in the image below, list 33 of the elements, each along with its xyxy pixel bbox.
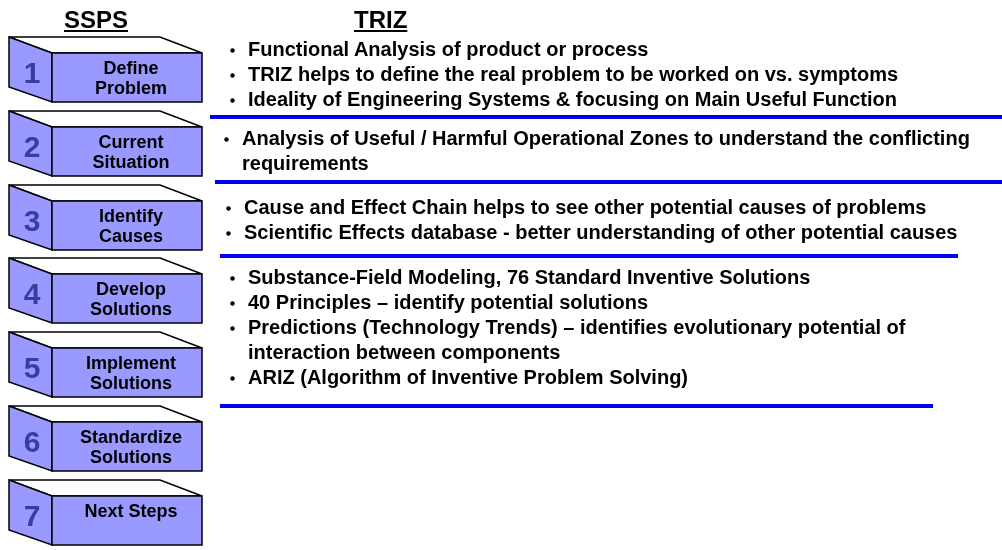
step-label: Next Steps [83,501,179,521]
step-block [8,479,204,547]
column-heading: TRIZ [354,6,408,34]
step-block [8,184,204,252]
step-number: 3 [22,204,42,238]
step-label: Standardize Solutions [79,427,183,467]
step-label: Implement Solutions [85,353,177,393]
step-block [8,257,204,325]
step-label: Current Situation [91,132,171,172]
column-heading: SSPS [64,6,129,34]
bullet-item: Predictions (Technology Trends) – identifies evolutionary potential of interaction between components [248,315,907,365]
step-number: 1 [22,56,42,90]
bullet-item: Cause and Effect Chain helps to see other potential causes of problems [244,195,928,220]
step-number: 5 [22,351,42,385]
bullet-item: Scientific Effects database - better understanding of other potential causes [244,220,959,245]
bullet-item: Substance-Field Modeling, 76 Standard Inventive Solutions [248,265,812,290]
step-number: 6 [22,425,42,459]
bullet-item: Analysis of Useful / Harmful Operational Zones to understand the conflicting requirements [242,126,971,176]
bullet-item: 40 Principles – identify potential solutions [248,290,650,315]
step-block [8,36,204,104]
step-number: 4 [22,277,42,311]
bullet-item: ARIZ (Algorithm of Inventive Problem Solving) [248,365,690,390]
bullet-item: Ideality of Engineering Systems & focusing on Main Useful Function [248,87,898,112]
step-block [8,331,204,399]
step-label: Develop Solutions [89,279,173,319]
step-block [8,110,204,178]
step-number: 7 [22,499,42,533]
step-label: Define Problem [94,58,168,98]
bullet-item: Functional Analysis of product or process [248,37,650,62]
step-block [8,405,204,473]
step-label: Identify Causes [97,206,164,246]
step-number: 2 [22,130,42,164]
bullet-item: TRIZ helps to define the real problem to be worked on vs. symptoms [248,62,900,87]
